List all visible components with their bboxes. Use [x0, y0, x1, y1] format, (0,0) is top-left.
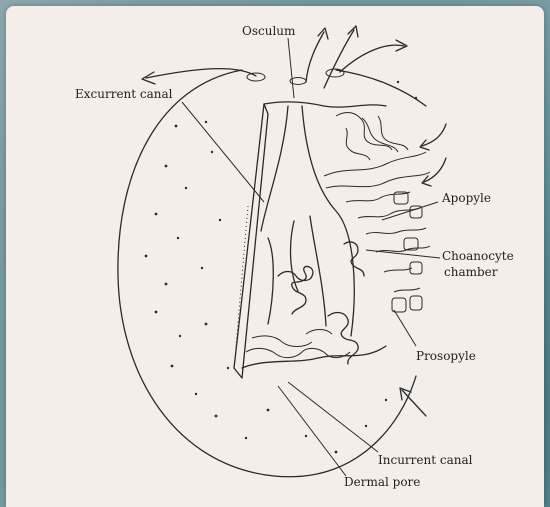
label-incurrent-canal: Incurrent canal — [378, 453, 473, 467]
incurrent-network-base — [242, 346, 386, 368]
section-top-edge — [264, 102, 386, 107]
label-osculum: Osculum — [242, 24, 296, 38]
cortex-network — [324, 113, 430, 312]
section-stipple-band — [236, 206, 248, 346]
radial-canal-1 — [268, 238, 273, 324]
label-choanocyte-chamber-line2: chamber — [444, 265, 498, 279]
body-outline-upper-right — [336, 70, 426, 106]
osculum-opening-left — [247, 73, 265, 81]
sponge-canal-system-diagram: Osculum Excurrent canal Apopyle Choanocy… — [6, 6, 544, 507]
label-choanocyte-chamber-line1: Choanocyte — [442, 249, 514, 263]
label-prosopyle: Prosopyle — [416, 349, 476, 363]
radial-canal-2 — [291, 221, 298, 291]
label-excurrent-canal: Excurrent canal — [75, 87, 173, 101]
diagram-card: Osculum Excurrent canal Apopyle Choanocy… — [6, 6, 544, 507]
inflow-arrows — [400, 124, 446, 416]
dermal-pores — [145, 81, 418, 454]
incurrent-network-cells — [246, 330, 350, 358]
choanocyte-chamber-1 — [278, 266, 313, 314]
spongocoel-left-wall — [261, 106, 288, 231]
label-apopyle: Apopyle — [441, 191, 491, 205]
section-left-wall — [234, 104, 268, 378]
label-dermal-pore: Dermal pore — [344, 475, 420, 489]
